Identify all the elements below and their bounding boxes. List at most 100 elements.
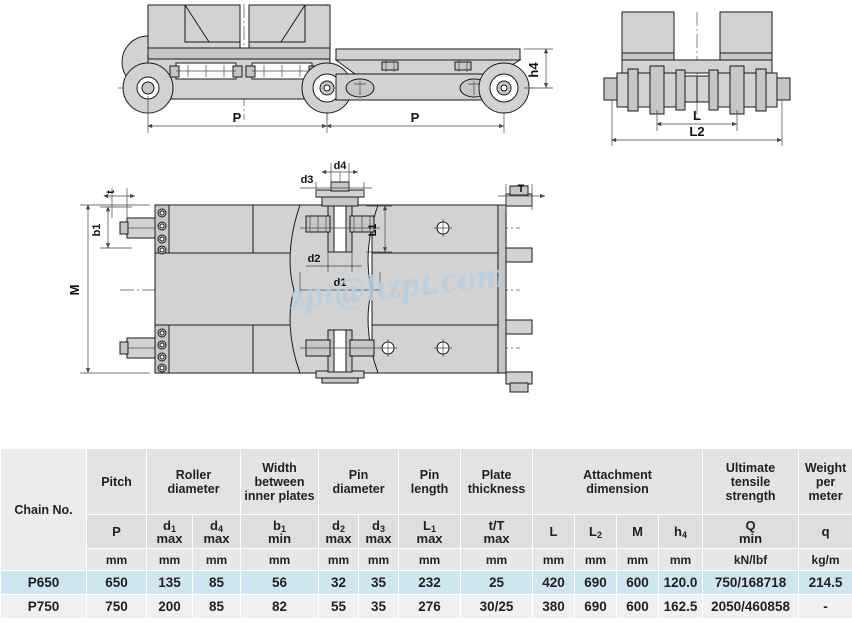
unit-cell: mm <box>616 548 660 571</box>
cell-value: 650 <box>86 570 147 595</box>
dim-pitch-right: P <box>411 110 420 125</box>
table-unit-row: mm mm mm mm mm mm mm mm mm mm mm mm kN/l… <box>1 548 852 571</box>
unit-cell: mm <box>532 548 576 571</box>
cell-value: 750 <box>86 594 147 619</box>
dim-d3: d3 <box>301 174 314 186</box>
header-pitch: Pitch <box>86 448 147 515</box>
cell-value: 750/168718 <box>702 570 800 595</box>
cell-value: 600 <box>616 594 660 619</box>
cell-value: 55 <box>318 594 360 619</box>
header-pitch-label: Pitch <box>101 474 132 489</box>
cell-value: 380 <box>532 594 576 619</box>
cell-value: 120.0 <box>658 570 704 595</box>
symbol-q: q <box>798 514 852 549</box>
drawing-canvas: .f { fill:#d2d2d2; stroke:#1a1a1a; strok… <box>67 4 791 393</box>
cell-value: 276 <box>398 594 462 619</box>
symbol-M: M <box>616 514 660 549</box>
top-side-view: P P h4 <box>118 4 553 133</box>
table-row: P650 650 135 85 56 32 35 232 25 420 690 … <box>0 570 852 595</box>
header-chain-no: Chain No. <box>0 448 87 571</box>
symbol-P: P <box>86 514 147 549</box>
unit-cell: mm <box>574 548 618 571</box>
cell-value: 56 <box>240 570 320 595</box>
cell-value: 30/25 <box>460 594 534 619</box>
cell-value: 2050/460858 <box>702 594 800 619</box>
symbol-L2: L2 <box>574 514 618 549</box>
cell-value: 32 <box>318 570 360 595</box>
dim-L: L <box>693 108 701 123</box>
symbol-h4: h4 <box>658 514 704 549</box>
unit-cell: mm <box>191 548 242 571</box>
unit-cell: mm <box>358 548 400 571</box>
cell-value: 232 <box>398 570 462 595</box>
header-chain-no-label: Chain No. <box>14 502 73 517</box>
dim-M: M <box>67 285 82 296</box>
cell-value: 690 <box>574 570 618 595</box>
cell-value: 25 <box>460 570 534 595</box>
cell-value: 214.5 <box>798 570 852 595</box>
cell-value: 85 <box>191 594 242 619</box>
unit-cell: kg/m <box>798 548 852 571</box>
dim-d4: d4 <box>334 160 348 172</box>
top-front-view: L L2 <box>603 11 791 146</box>
cell-value: 690 <box>574 594 618 619</box>
technical-drawing: .f { fill:#d2d2d2; stroke:#1a1a1a; strok… <box>67 4 791 393</box>
dim-d1: d1 <box>334 277 347 289</box>
cell-value: 600 <box>616 570 660 595</box>
cell-value: 85 <box>191 570 242 595</box>
cell-value: 82 <box>240 594 320 619</box>
cell-value: 162.5 <box>658 594 704 619</box>
unit-cell: mm <box>146 548 193 571</box>
dim-L1: L1 <box>367 224 379 237</box>
dim-pitch-left: P <box>233 110 242 125</box>
dim-t: t <box>105 190 117 194</box>
cell-value: 200 <box>146 594 193 619</box>
dim-d2: d2 <box>308 253 321 265</box>
unit-cell: mm <box>460 548 534 571</box>
cell-value: - <box>798 594 852 619</box>
main-plan-view: M t b1 d4 d3 <box>67 160 545 393</box>
unit-cell: mm <box>658 548 704 571</box>
cell-value: 35 <box>358 594 400 619</box>
cell-chain-no: P650 <box>0 570 87 595</box>
unit-cell: mm <box>240 548 320 571</box>
unit-cell: mm <box>86 548 147 571</box>
cell-chain-no: P750 <box>0 594 87 619</box>
unit-cell: kN/lbf <box>702 548 800 571</box>
unit-cell: mm <box>398 548 462 571</box>
table-row: P750 750 200 85 82 55 35 276 30/25 380 6… <box>0 594 852 619</box>
dim-b1: b1 <box>91 224 103 237</box>
cell-value: 420 <box>532 570 576 595</box>
symbol-L: L <box>532 514 576 549</box>
cell-value: 135 <box>146 570 193 595</box>
cell-value: 35 <box>358 570 400 595</box>
unit-cell: mm <box>318 548 360 571</box>
bolt-hole-markers <box>379 219 452 357</box>
